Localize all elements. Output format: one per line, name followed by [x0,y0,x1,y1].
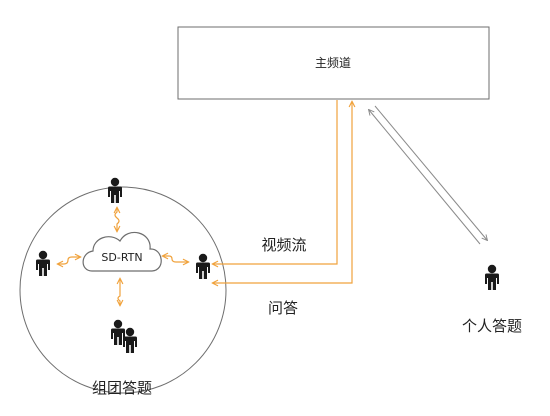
video-stream-label: 视频流 [261,236,306,254]
link-top-person [115,208,119,231]
individual-double-link [369,105,487,245]
person-icon [485,264,499,290]
qa-label: 问答 [268,299,298,317]
sd-rtn-cloud: SD-RTN [82,231,162,272]
main-channel-label: 主频道 [315,56,351,70]
group-circle [19,186,227,394]
group-caption: 组团答题 [92,379,152,397]
link-left-person [58,257,80,264]
link-bottom-people [118,279,120,305]
qa-arrow [213,102,352,283]
individual-caption: 个人答题 [462,317,522,335]
link-right-person [163,256,188,262]
cloud-icon [82,231,162,272]
cloud-label: SD-RTN [101,251,142,264]
main-channel-box: 主频道 [177,26,490,100]
group-links [58,208,188,305]
